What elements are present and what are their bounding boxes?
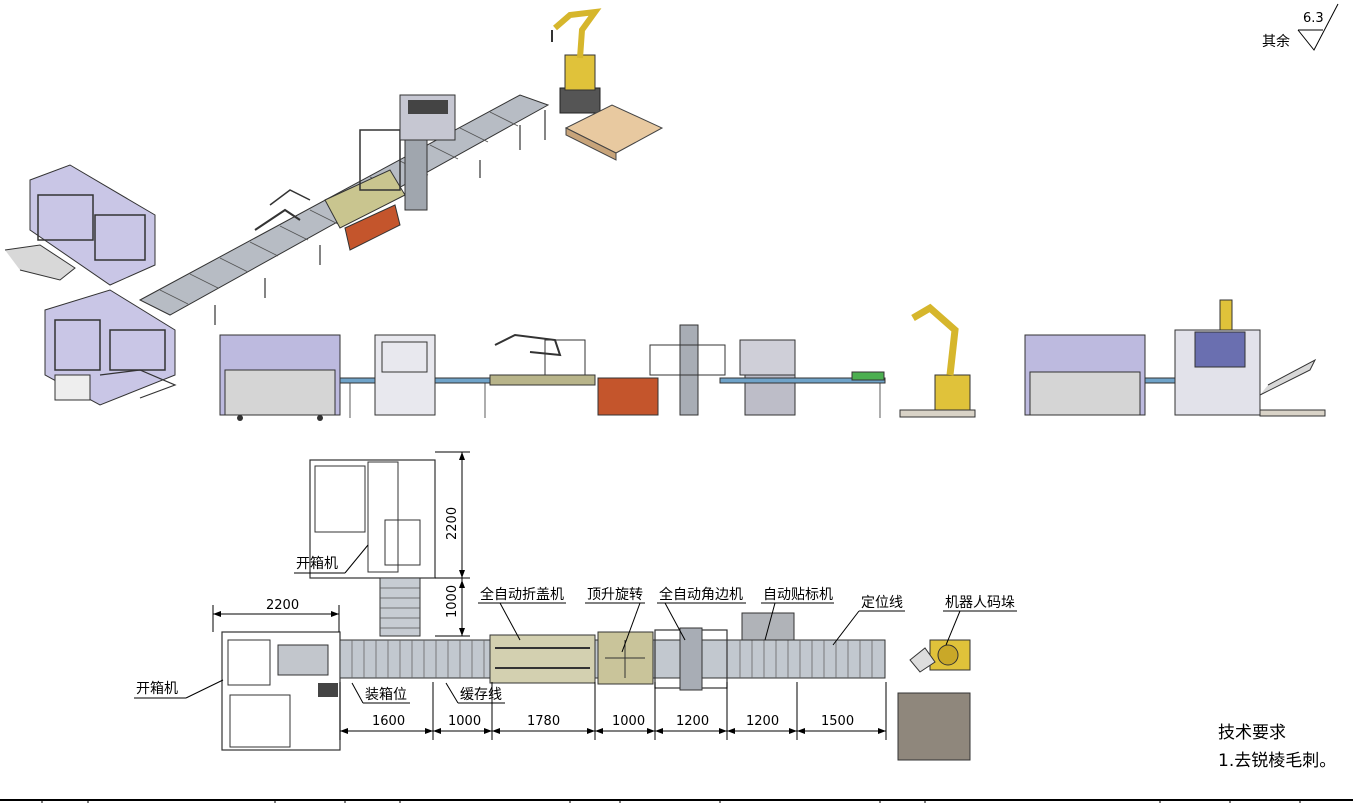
tech-req-item-1: 1.去锐棱毛刺。 xyxy=(1218,751,1336,771)
side-elevation-view xyxy=(219,299,1326,421)
dim-seg3: 1780 xyxy=(527,714,560,729)
dim-top-width: 2200 xyxy=(266,598,299,613)
dim-seg4: 1000 xyxy=(612,714,645,729)
label-buffer-line: 缓存线 xyxy=(460,687,502,703)
label-positioning-line: 定位线 xyxy=(861,595,903,611)
dimension-lines: 2200 2200 1000 1600 xyxy=(212,451,887,740)
label-auto-folder: 全自动折盖机 xyxy=(480,586,564,603)
dim-seg2: 1000 xyxy=(448,714,481,729)
dim-vertical-2200: 2200 xyxy=(445,507,460,540)
label-packing-position: 装箱位 xyxy=(365,687,407,703)
isometric-view xyxy=(4,8,664,406)
surface-finish-value: 6.3 xyxy=(1303,11,1324,26)
dim-seg7: 1500 xyxy=(821,714,854,729)
label-lift-rotate: 顶升旋转 xyxy=(587,587,643,603)
label-auto-corner: 全自动角边机 xyxy=(659,586,743,603)
label-unpacker-top: 开箱机 xyxy=(296,556,338,572)
surface-finish-prefix: 其余 xyxy=(1262,33,1290,50)
dim-vertical-1000: 1000 xyxy=(445,585,460,618)
dim-seg5: 1200 xyxy=(676,714,709,729)
surface-finish-symbol: 其余 6.3 xyxy=(1262,3,1339,51)
label-unpacker-left: 开箱机 xyxy=(136,681,178,697)
plan-view xyxy=(221,459,971,761)
dim-seg6: 1200 xyxy=(746,714,779,729)
dim-seg1: 1600 xyxy=(372,714,405,729)
tech-req-title: 技术要求 xyxy=(1218,723,1286,743)
callout-labels: 开箱机 开箱机 装箱位 缓存线 全自动折盖机 顶升旋转 全自动角边机 自动贴标机 xyxy=(134,544,1017,704)
technical-requirements: 技术要求 1.去锐棱毛刺。 xyxy=(1218,723,1336,771)
label-auto-labeler: 自动贴标机 xyxy=(763,587,833,603)
label-robot-palletizer: 机器人码垛 xyxy=(945,595,1015,611)
